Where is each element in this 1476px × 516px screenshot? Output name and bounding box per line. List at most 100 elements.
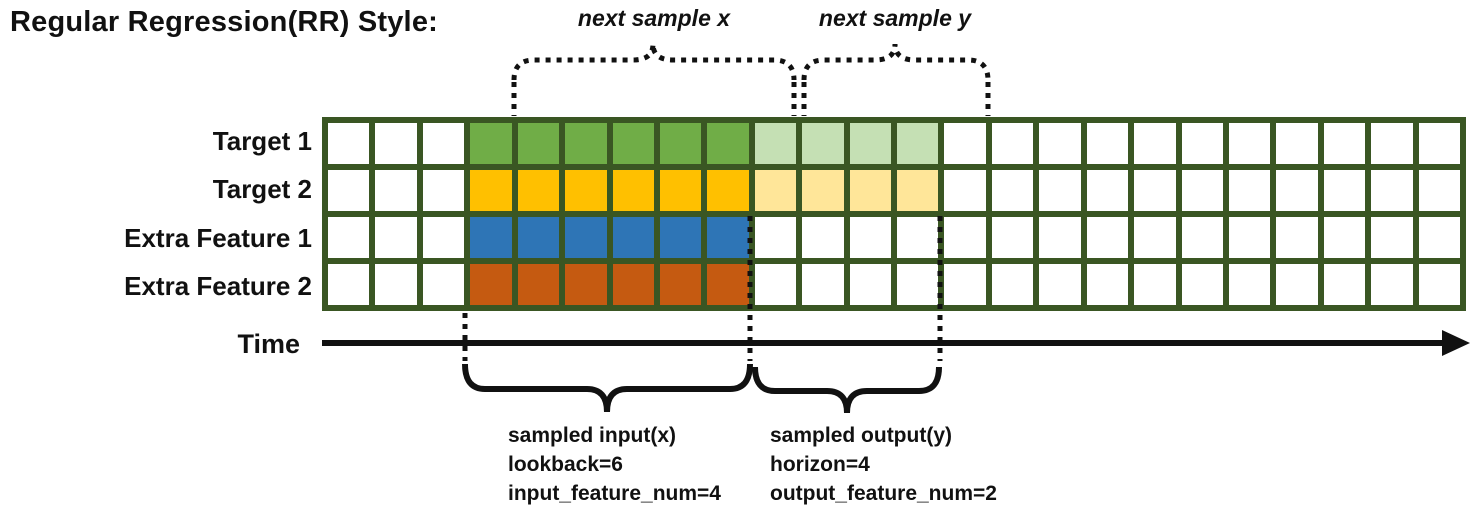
grid-cell: [422, 123, 465, 164]
sampled-input-annotation: sampled input(x) lookback=6 input_featur…: [508, 421, 721, 508]
grid-cell: [1228, 123, 1271, 164]
grid-cell: [1371, 123, 1413, 164]
grid-cell: [1276, 123, 1318, 164]
grid-cell: [1181, 264, 1223, 305]
grid-cell: [1181, 123, 1223, 164]
grid-cell: [1418, 123, 1460, 164]
grid-cell: [612, 217, 654, 258]
grid-cell: [944, 264, 986, 305]
grid-cell: [754, 123, 797, 164]
grid-cell: [565, 123, 607, 164]
grid-cell: [897, 170, 939, 211]
grid-cell: [1228, 217, 1271, 258]
grid-cell: [1134, 123, 1176, 164]
sample-grid: [322, 117, 1466, 311]
grid-cell: [1086, 217, 1129, 258]
grid-cell: [1134, 217, 1176, 258]
grid-cell: [328, 217, 370, 258]
grid-cell: [1086, 264, 1129, 305]
grid-cell: [1323, 123, 1366, 164]
grid-cell: [1228, 264, 1271, 305]
grid-cell: [422, 170, 465, 211]
grid-cell: [375, 217, 417, 258]
grid-cell: [707, 123, 749, 164]
grid-cell: [1039, 264, 1081, 305]
grid-cell: [1228, 170, 1271, 211]
grid-cell: [659, 123, 702, 164]
page-title: Regular Regression(RR) Style:: [10, 6, 438, 38]
grid-cell: [897, 264, 939, 305]
grid-cell: [1181, 170, 1223, 211]
row-label-extra-feature-2: Extra Feature 2: [124, 271, 312, 301]
grid-cell: [897, 217, 939, 258]
grid-cell: [470, 170, 512, 211]
grid-cell: [565, 217, 607, 258]
grid-cell: [328, 170, 370, 211]
grid-cell: [1323, 217, 1366, 258]
sampled-input-line-3: input_feature_num=4: [508, 482, 721, 505]
sampled-input-brace: [462, 363, 753, 413]
grid-cell: [1134, 264, 1176, 305]
grid-cell: [1276, 170, 1318, 211]
grid-cell: [517, 123, 560, 164]
row-label-extra-feature-1: Extra Feature 1: [124, 223, 312, 253]
grid-cell: [707, 264, 749, 305]
grid-cell: [1039, 123, 1081, 164]
grid-cell: [849, 123, 891, 164]
grid-cell: [659, 217, 702, 258]
grid-cell: [802, 123, 844, 164]
grid-cell: [375, 123, 417, 164]
grid-cell: [517, 217, 560, 258]
grid-cell: [944, 217, 986, 258]
time-axis-arrow: [1442, 330, 1470, 356]
grid-cell: [849, 264, 891, 305]
grid-cell: [612, 264, 654, 305]
grid-cell: [1181, 217, 1223, 258]
grid-cell: [517, 264, 560, 305]
grid-cell: [659, 170, 702, 211]
grid-cell: [754, 264, 797, 305]
sampled-output-line-1: sampled output(y): [770, 424, 952, 447]
next-sample-x-label: next sample x: [577, 5, 731, 31]
grid-cell: [612, 170, 654, 211]
grid-cell: [375, 264, 417, 305]
grid-cell: [991, 123, 1034, 164]
sampled-input-line-2: lookback=6: [508, 453, 623, 476]
sampled-output-line-3: output_feature_num=2: [770, 482, 997, 505]
grid-cell: [1418, 217, 1460, 258]
grid-cell: [422, 217, 465, 258]
grid-cell: [944, 170, 986, 211]
grid-cell: [991, 264, 1034, 305]
grid-cell: [470, 264, 512, 305]
grid-cell: [659, 264, 702, 305]
next-sample-y-label: next sample y: [818, 5, 972, 31]
grid-cell: [991, 170, 1034, 211]
grid-cell: [754, 217, 797, 258]
grid-cell: [1276, 264, 1318, 305]
sampled-output-line-2: horizon=4: [770, 453, 870, 476]
sampled-output-brace: [752, 366, 942, 414]
row-label-target-2: Target 2: [212, 174, 312, 204]
grid-cell: [897, 123, 939, 164]
row-label-target-1: Target 1: [212, 126, 312, 156]
time-axis-label: Time: [237, 329, 300, 359]
grid-cell: [375, 170, 417, 211]
grid-cell: [470, 123, 512, 164]
grid-cell: [328, 264, 370, 305]
grid-cell: [802, 170, 844, 211]
grid-cell: [1276, 217, 1318, 258]
grid-cell: [1039, 217, 1081, 258]
grid-cell: [470, 217, 512, 258]
next-sample-y-brace: [801, 43, 991, 81]
sampled-input-line-1: sampled input(x): [508, 424, 677, 447]
grid-cell: [1086, 170, 1129, 211]
grid-cell: [1134, 170, 1176, 211]
grid-cell: [517, 170, 560, 211]
grid-cell: [422, 264, 465, 305]
grid-cell: [1323, 170, 1366, 211]
grid-cell: [707, 170, 749, 211]
grid-cell: [1418, 264, 1460, 305]
grid-cell: [328, 123, 370, 164]
grid-cell: [849, 217, 891, 258]
